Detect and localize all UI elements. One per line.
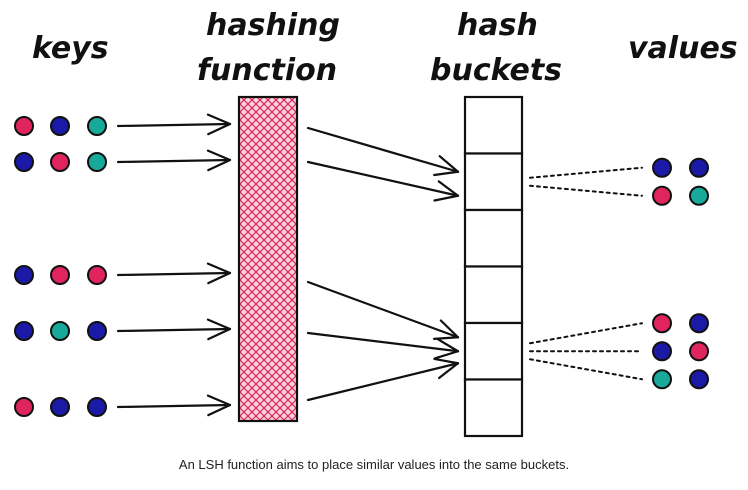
values-layer — [529, 157, 709, 390]
key-row-4 — [14, 321, 107, 341]
key-row-3 — [14, 265, 107, 285]
key-dot — [50, 116, 70, 136]
hashing-function-label-line2: function — [197, 53, 337, 88]
buckets-layer — [463, 95, 524, 438]
key-dot — [14, 116, 34, 136]
hash-bucket-2 — [463, 152, 524, 212]
key-dot — [87, 152, 107, 172]
hash-buckets-label-line1: hash — [457, 8, 538, 43]
hash-arrow-4 — [306, 331, 460, 360]
key-dot — [14, 397, 34, 417]
key-row-5 — [14, 397, 107, 417]
keys-layer — [14, 116, 107, 417]
value-dot — [652, 341, 672, 362]
key-dot — [50, 265, 70, 285]
key-arrow-4 — [116, 318, 232, 341]
hash-bucket-4 — [463, 265, 524, 325]
value-connector — [529, 184, 643, 197]
key-dot — [87, 321, 107, 341]
arrows-layer — [116, 113, 460, 417]
key-arrow-3 — [116, 262, 232, 285]
hash-arrow-3 — [306, 280, 460, 340]
hash-buckets-label-line2: buckets — [430, 53, 562, 88]
hash-bucket-3 — [463, 208, 524, 268]
keys-label: keys — [32, 31, 109, 66]
value-dot — [689, 185, 709, 206]
hashing-function-label-line1: hashing — [206, 8, 340, 43]
key-dot — [50, 397, 70, 417]
value-dot — [652, 369, 672, 390]
value-dot — [652, 157, 672, 178]
values-label: values — [628, 31, 738, 66]
value-group-1 — [529, 157, 709, 206]
key-dot — [87, 265, 107, 285]
key-arrow-2 — [116, 149, 232, 172]
hash-arrow-1 — [306, 126, 460, 177]
value-dot — [689, 313, 709, 334]
value-dot — [652, 313, 672, 334]
value-connector — [529, 358, 643, 381]
value-dot — [652, 185, 672, 206]
value-dot — [689, 157, 709, 178]
hashing-function-block — [237, 95, 299, 423]
key-dot — [50, 321, 70, 341]
value-group-2 — [529, 313, 709, 390]
value-connector — [529, 322, 643, 345]
hash-bucket-1 — [463, 95, 524, 155]
lsh-diagram: keys hashing function hash buckets value… — [14, 8, 738, 438]
key-dot — [14, 265, 34, 285]
key-dot — [87, 397, 107, 417]
hash-arrow-2 — [306, 160, 460, 202]
hash-bucket-5 — [463, 321, 524, 381]
value-connector — [529, 166, 643, 179]
key-dot — [50, 152, 70, 172]
key-row-1 — [14, 116, 107, 136]
key-dot — [87, 116, 107, 136]
key-row-2 — [14, 152, 107, 172]
key-arrow-1 — [116, 113, 232, 136]
hash-bucket-6 — [463, 378, 524, 438]
hash-arrow-5 — [306, 357, 460, 402]
key-dot — [14, 152, 34, 172]
figure-caption: An LSH function aims to place similar va… — [178, 457, 570, 472]
value-dot — [689, 369, 709, 390]
key-arrow-5 — [116, 394, 232, 417]
key-dot — [14, 321, 34, 341]
value-dot — [689, 341, 709, 362]
